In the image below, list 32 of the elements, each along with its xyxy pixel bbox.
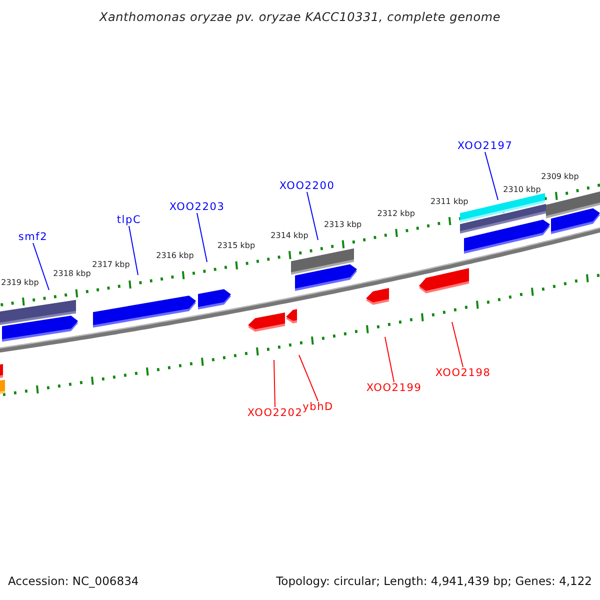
leader-line [384,336,394,382]
position-label: 2319 kbp [1,278,39,287]
leader-line [484,152,498,200]
position-label: 2309 kbp [541,172,579,181]
position-label: 2312 kbp [377,208,415,218]
leader-line [298,354,318,402]
accession-label: Accession: NC_006834 [8,574,139,588]
gene-label: XOO2198 [435,367,491,379]
leader-line [196,212,208,262]
gene-label: smf2 [18,231,48,243]
gene-label: tlpC [116,214,142,226]
position-label: 2315 kbp [217,241,256,250]
position-label: 2314 kbp [270,231,308,240]
gene-label: ybhD [302,401,334,413]
title: Xanthomonas oryzae pv. oryzae KACC10331, complete genome [98,10,502,24]
gene-label: XOO2203 [169,201,225,213]
leader-line [306,192,318,240]
position-label: 2317 kbp [92,260,130,270]
position-label: 2310 kbp [503,184,541,194]
position-label: 2316 kbp [156,251,194,260]
position-label: 2313 kbp [324,220,362,230]
leader-line [32,242,50,290]
genome-info-label: Topology: circular; Length: 4,941,439 bp; Genes: 4,122 [276,574,592,588]
gene-label: XOO2202 [247,407,303,419]
leader-line [128,226,138,276]
leader-line [274,360,276,408]
gene-label: XOO2197 [457,140,513,152]
gene-label: XOO2200 [279,180,335,192]
leader-line [452,322,464,368]
gene-label: XOO2199 [366,382,422,394]
position-label: 2311 kbp [430,197,468,206]
position-label: 2318 kbp [53,269,91,278]
